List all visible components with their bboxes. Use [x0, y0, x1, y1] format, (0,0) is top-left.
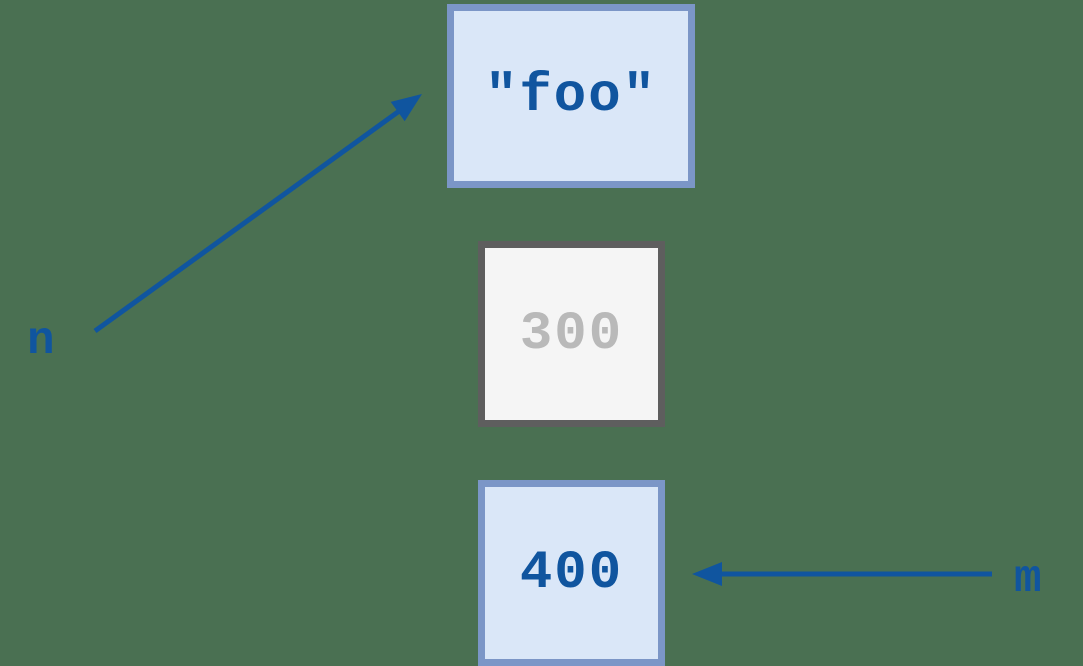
- n-arrow: [93, 94, 422, 334]
- object-box-300: 300: [478, 241, 665, 427]
- object-box-foo: "foo": [447, 4, 695, 188]
- object-value-300: 300: [519, 303, 624, 365]
- object-box-400: 400: [478, 480, 665, 666]
- n-arrow-shaft: [93, 106, 404, 334]
- m-arrow: [692, 562, 992, 586]
- variable-label-n: n: [27, 315, 55, 367]
- m-arrowhead-icon: [692, 562, 722, 586]
- object-value-foo: "foo": [484, 65, 658, 127]
- n-arrowhead-icon: [390, 94, 422, 122]
- object-value-400: 400: [519, 542, 624, 604]
- variable-label-m: m: [1014, 553, 1042, 605]
